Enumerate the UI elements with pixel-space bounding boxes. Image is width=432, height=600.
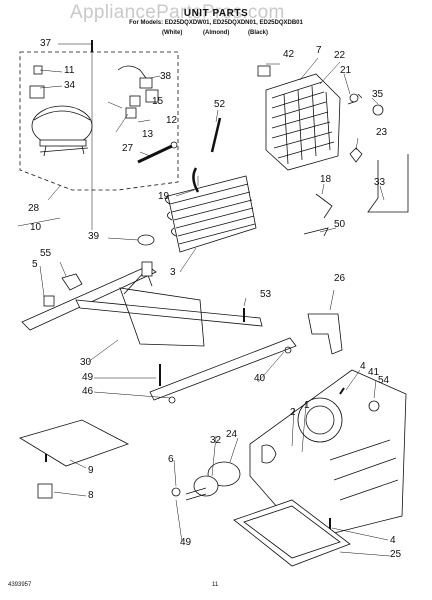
heater-33-drawing	[367, 154, 409, 213]
cover-plate-drawing	[19, 419, 129, 467]
page-number: 11	[212, 582, 219, 588]
callout-4-lower: 4	[390, 535, 396, 546]
callout-2: 2	[290, 407, 296, 418]
fan-motor-drawing	[171, 444, 277, 501]
callout-3: 3	[170, 267, 176, 278]
callout-11: 11	[64, 65, 75, 76]
grommet-39-drawing	[137, 234, 155, 246]
callout-53: 53	[260, 289, 272, 300]
callout-21: 21	[340, 65, 352, 76]
callout-23: 23	[376, 127, 388, 138]
callout-8: 8	[88, 490, 94, 501]
callout-4-upper: 4	[360, 361, 366, 372]
mounting-frame-drawing	[21, 261, 297, 401]
callout-22: 22	[334, 50, 346, 61]
callout-24: 24	[226, 429, 238, 440]
callout-6: 6	[168, 454, 174, 465]
valve-26-drawing	[307, 313, 343, 355]
fastener-symbols	[91, 40, 363, 105]
grommet-35-drawing	[372, 104, 384, 116]
callout-25: 25	[390, 549, 402, 560]
callout-26: 26	[334, 273, 346, 284]
damper-8-drawing	[37, 483, 53, 499]
drain-cup-drawing	[257, 65, 271, 77]
grommet-54-drawing	[368, 400, 380, 412]
callout-28: 28	[28, 203, 40, 214]
diagram-subtitle: For Models: ED25DQXDW01, ED25DQXDN01, ED…	[129, 20, 303, 26]
washer-46-drawing	[168, 396, 176, 404]
callout-19: 19	[158, 191, 170, 202]
callout-38: 38	[160, 71, 172, 82]
watermark-text: AppliancePartsPros.com	[70, 2, 285, 23]
evaporator-coil-drawing	[265, 73, 341, 171]
callout-46: 46	[82, 386, 94, 397]
bracket-18-drawing	[315, 193, 333, 219]
hanger-50-drawing	[303, 227, 329, 237]
callout-7: 7	[316, 45, 322, 56]
callout-49-lower: 49	[180, 537, 192, 548]
screws-4-drawing	[329, 387, 345, 530]
compressor-drawing	[31, 105, 93, 157]
screw-21-drawing	[349, 93, 359, 103]
compressor-group-outline	[19, 51, 179, 191]
callout-50: 50	[334, 219, 346, 230]
callout-9: 9	[88, 465, 94, 476]
foot-55-drawing	[61, 273, 83, 291]
diagram-title: UNIT PARTS	[183, 8, 249, 19]
callout-5: 5	[32, 259, 38, 270]
drain-pan-drawing	[233, 499, 351, 567]
clip-23-drawing	[349, 147, 363, 163]
callout-49-upper: 49	[82, 372, 94, 383]
relay-overload-drawing	[29, 65, 159, 119]
callout-33: 33	[374, 177, 386, 188]
foot-5-drawing	[43, 295, 55, 307]
callout-30: 30	[80, 357, 92, 368]
callout-54: 54	[378, 375, 390, 386]
callout-34: 34	[64, 80, 76, 91]
callout-39: 39	[88, 231, 100, 242]
callout-37: 37	[40, 38, 52, 49]
drain-tube-drawing	[210, 117, 222, 153]
condenser-coil-drawing	[165, 175, 257, 253]
screw-40-drawing	[284, 346, 292, 354]
variant-almond-label: (Almond)	[203, 30, 230, 36]
callout-41: 41	[368, 367, 380, 378]
callout-55: 55	[40, 248, 52, 259]
callout-18: 18	[320, 174, 332, 185]
variant-white-label: (White)	[162, 30, 183, 36]
callout-52: 52	[214, 99, 226, 110]
callout-42: 42	[283, 49, 295, 60]
callout-27: 27	[122, 143, 134, 154]
callout-12: 12	[166, 115, 178, 126]
callout-35: 35	[372, 89, 384, 100]
callout-32: 32	[210, 435, 222, 446]
capacitor-drawing	[137, 141, 178, 164]
fan-bracket-drawing	[249, 369, 407, 541]
callout-10: 10	[30, 222, 42, 233]
callout-13: 13	[142, 129, 154, 140]
callout-40: 40	[254, 373, 266, 384]
condenser-tube-drawing	[192, 167, 200, 193]
variant-black-label: (Black)	[248, 30, 269, 36]
callout-1: 1	[304, 400, 310, 411]
leader-lines	[17, 43, 391, 557]
document-code: 4393957	[8, 582, 32, 588]
callout-15: 15	[152, 96, 164, 107]
